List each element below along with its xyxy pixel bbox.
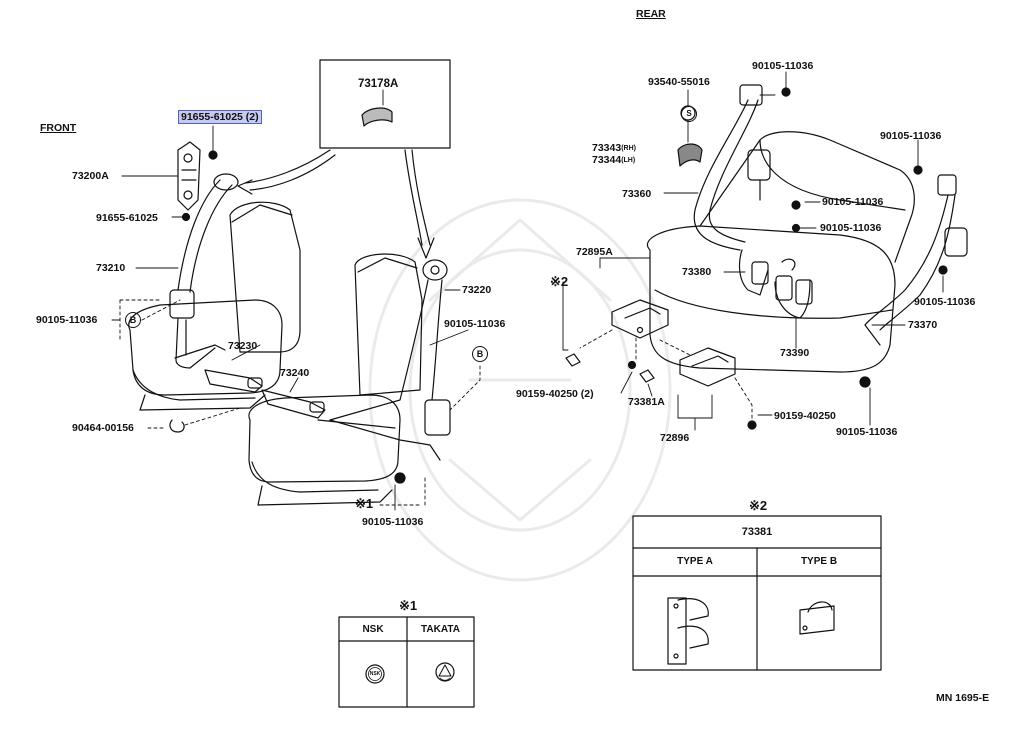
part-73220[interactable]: 73220 xyxy=(462,284,492,296)
front-seat-left xyxy=(128,201,301,411)
cover-73343 xyxy=(677,143,703,167)
s-marker: S xyxy=(681,106,697,122)
anchor-bracket-73200A xyxy=(177,141,201,211)
part-73360[interactable]: 73360 xyxy=(622,188,652,200)
clip-90464-00156 xyxy=(169,419,185,433)
part-90159-40250[interactable]: 90159-40250 xyxy=(774,410,836,422)
diagram-code: MN 1695-E xyxy=(936,692,990,704)
b-marker-left: B xyxy=(125,312,141,328)
part-90105-11036-rear-top[interactable]: 90105-11036 xyxy=(752,60,814,72)
note1-col-takata: TAKATA xyxy=(421,624,460,635)
takata-logo-icon xyxy=(435,662,455,682)
nsk-logo-icon xyxy=(365,664,385,684)
note2-col-type-b: TYPE B xyxy=(800,556,838,567)
part-73200A[interactable]: 73200A xyxy=(72,170,109,182)
part-72895A[interactable]: 72895A xyxy=(576,246,613,258)
belt-73210 xyxy=(169,173,239,369)
part-73390[interactable]: 73390 xyxy=(780,347,810,359)
part-90105-11036-rear-right[interactable]: 90105-11036 xyxy=(880,130,942,142)
part-90105-11036-rear-r2[interactable]: 90105-11036 xyxy=(914,296,976,308)
part-73344-number: 73344 xyxy=(592,154,622,166)
watermark-logo xyxy=(368,198,672,582)
buckle-73230 xyxy=(204,369,263,393)
part-73178A[interactable]: 73178A xyxy=(358,78,399,90)
buckle-73240 xyxy=(261,389,326,419)
part-93540-55016[interactable]: 93540-55016 xyxy=(648,76,710,88)
part-90105-11036-rear-mid[interactable]: 90105-11036 xyxy=(822,196,884,208)
part-73343-side: (RH) xyxy=(621,145,636,152)
note2-col-type-a: TYPE A xyxy=(677,556,713,567)
part-73370[interactable]: 73370 xyxy=(908,319,938,331)
b-marker-right: B xyxy=(472,346,488,362)
bracket-72896 xyxy=(679,347,736,387)
nsk-logo-text: NSK xyxy=(369,671,381,677)
part-73210[interactable]: 73210 xyxy=(96,262,126,274)
part-73343[interactable]: 73343(RH) xyxy=(592,142,636,155)
buckle-73390 xyxy=(774,258,813,319)
belt-73360 xyxy=(693,84,771,251)
front-seat-right xyxy=(248,253,423,506)
note1-col-nsk: NSK xyxy=(362,624,384,635)
part-90464-00156[interactable]: 90464-00156 xyxy=(72,422,134,434)
part-73344[interactable]: 73344(LH) xyxy=(592,154,635,167)
part-90105-11036-rear-br[interactable]: 90105-11036 xyxy=(836,426,898,438)
note1-table xyxy=(338,616,475,708)
clip-small-2 xyxy=(639,369,655,383)
part-91655-61025-2-highlighted[interactable]: 91655-61025 (2) xyxy=(178,110,262,124)
inset-box-73178A xyxy=(319,59,451,149)
rear-seat-cushion xyxy=(647,131,915,373)
part-90105-11036-rear-mid2[interactable]: 90105-11036 xyxy=(820,222,882,234)
belt-73220 xyxy=(317,259,451,461)
part-90105-11036-front-bottom[interactable]: 90105-11036 xyxy=(362,516,424,528)
part-73381A[interactable]: 73381A xyxy=(628,396,665,408)
note2-box-marker: ※2 xyxy=(748,498,768,513)
note2-box-part-number[interactable]: 73381 xyxy=(741,526,773,538)
part-72896[interactable]: 72896 xyxy=(660,432,690,444)
note1-box-marker: ※1 xyxy=(398,598,418,613)
part-73380[interactable]: 73380 xyxy=(682,266,712,278)
belt-73370 xyxy=(864,174,968,346)
buckle-73380 xyxy=(738,249,769,296)
note1-reference-marker: ※1 xyxy=(355,496,374,511)
part-73230[interactable]: 73230 xyxy=(228,340,258,352)
type-b-clip xyxy=(799,601,835,635)
part-73240[interactable]: 73240 xyxy=(280,367,310,379)
part-73344-side: (LH) xyxy=(621,157,636,164)
note2-table xyxy=(632,515,882,671)
clip-small-1 xyxy=(565,353,581,367)
part-73343-number: 73343 xyxy=(592,142,622,154)
part-90159-40250-2[interactable]: 90159-40250 (2) xyxy=(516,388,594,400)
note2-reference-marker: ※2 xyxy=(550,274,569,289)
section-front-title: FRONT xyxy=(40,122,77,134)
type-a-clip xyxy=(667,597,709,665)
section-rear-title: REAR xyxy=(636,8,666,20)
part-90105-11036-front-right[interactable]: 90105-11036 xyxy=(444,318,506,330)
part-91655-61025[interactable]: 91655-61025 xyxy=(96,212,158,224)
part-90105-11036-front[interactable]: 90105-11036 xyxy=(36,314,98,326)
